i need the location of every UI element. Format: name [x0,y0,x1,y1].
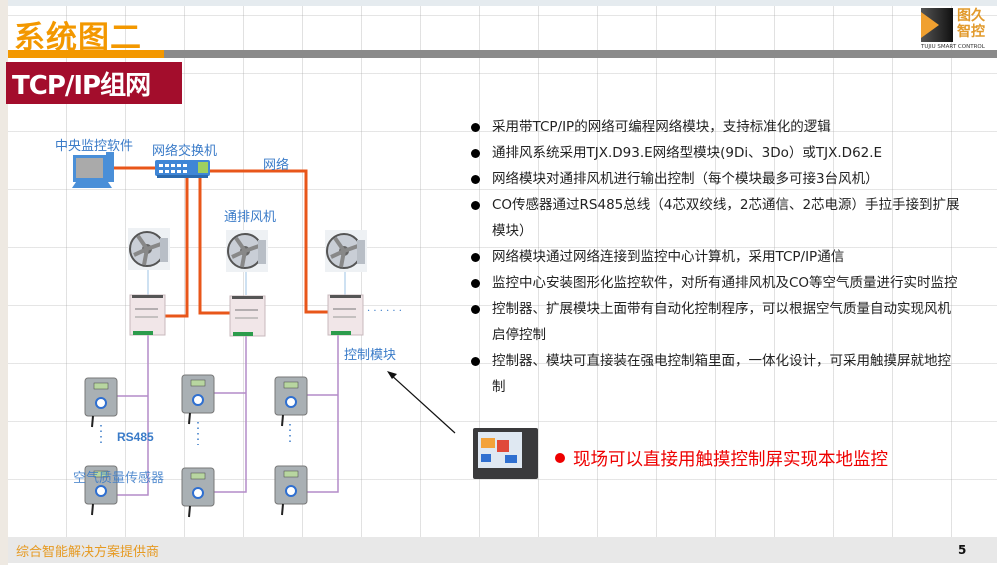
red-bullet-icon [555,453,565,463]
network-cables [114,166,330,318]
list-item-text: 控制器、模块可直接装在强电控制箱里面，一体化设计，可采用触摸屏就地控制 [492,353,951,395]
list-item: CO传感器通过RS485总线（4芯双绞线，2芯通信、2芯电源）手拉手接到扩展模块… [470,192,960,244]
bullet-icon [471,123,480,132]
fan-icon [226,230,268,272]
page-number: 5 [958,543,967,557]
list-item: 通排风系统采用TJX.D93.E网络型模块(9Di、3Do）或TJX.D62.E [470,140,960,166]
air-quality-sensor-icon [274,376,308,427]
control-module-icon [327,294,364,336]
top-strip [0,0,997,6]
list-item: 控制器、扩展模块上面带有自动化控制程序，可以根据空气质量自动实现风机启停控制 [470,296,960,348]
air-quality-sensor-icon [181,374,215,425]
bullet-icon [471,175,480,184]
fan-label: 通排风机 [224,210,277,225]
touch-screen-note-text: 现场可以直接用触摸控制屏实现本地监控 [573,450,888,470]
list-item-text: 控制器、扩展模块上面带有自动化控制程序，可以根据空气质量自动实现风机启停控制 [492,301,951,343]
bullet-icon [471,305,480,314]
network-diagram [72,152,456,518]
list-item-text: 监控中心安装图形化监控软件，对所有通排风机及CO等空气质量进行实时监控 [492,275,958,291]
air-quality-sensor-icon [84,465,118,516]
control-module-icon [229,295,266,337]
fan-icon [128,228,170,270]
feature-list: 采用带TCP/IP的网络可编程网络模块，支持标准化的逻辑 通排风系统采用TJX.… [470,114,960,400]
touch-screen-icon [473,428,538,479]
footer-bar [8,537,997,563]
module-more: · · · · · · [367,306,402,317]
title-underline [164,50,997,58]
pc-label: 中央监控软件 [55,139,134,154]
continuation-dots [100,422,291,446]
list-item: 监控中心安装图形化监控软件，对所有通排风机及CO等空气质量进行实时监控 [470,270,960,296]
list-item: 控制器、模块可直接装在强电控制箱里面，一体化设计，可采用触摸屏就地控制 [470,348,960,400]
bullet-icon [471,149,480,158]
logo-text: 图久 智控 [957,8,985,40]
logo-subtitle: TUJIU SMART CONTROL [921,44,985,50]
bullet-icon [471,357,480,366]
footer-slogan: 综合智能解决方案提供商 [16,545,160,560]
list-item: 网络模块通过网络连接到监控中心计算机，采用TCP/IP通信 [470,244,960,270]
network-switch-icon [155,160,210,178]
air-quality-sensor-icon [274,465,308,516]
module-label: 控制模块 [344,348,397,363]
bullet-icon [471,279,480,288]
pointer-arrow-icon [387,371,456,434]
computer-icon [72,152,114,188]
bullet-icon [471,201,480,210]
switch-label: 网络交换机 [152,144,218,159]
control-module-icon [129,294,166,336]
air-quality-sensor-icon [84,377,118,428]
list-item-text: 网络模块对通排风机进行输出控制（每个模块最多可接3台风机） [492,171,879,187]
title-underline-accent [8,50,164,58]
air-quality-sensor-icon [181,467,215,518]
bullet-icon [471,253,480,262]
touch-screen-note: 现场可以直接用触摸控制屏实现本地监控 [555,446,888,471]
sensor-label: 空气质量传感器 [73,471,165,486]
list-item-text: 网络模块通过网络连接到监控中心计算机，采用TCP/IP通信 [492,249,845,265]
list-item-text: 通排风系统采用TJX.D93.E网络型模块(9Di、3Do）或TJX.D62.E [492,145,883,161]
list-item-text: 采用带TCP/IP的网络可编程网络模块，支持标准化的逻辑 [492,119,831,135]
list-item: 网络模块对通排风机进行输出控制（每个模块最多可接3台风机） [470,166,960,192]
fan-icon [325,230,367,272]
network-label: 网络 [263,158,290,173]
logo-mark-icon [921,8,953,42]
list-item-text: CO传感器通过RS485总线（4芯双绞线，2芯通信、2芯电源）手拉手接到扩展模块… [492,197,960,239]
rs485-label: RS485 [117,430,154,444]
section-heading: TCP/IP组网 [6,62,182,104]
list-item: 采用带TCP/IP的网络可编程网络模块，支持标准化的逻辑 [470,114,960,140]
left-strip [0,0,8,565]
company-logo: 图久 智控 TUJIU SMART CONTROL [921,8,997,52]
rs485-cables [117,335,339,496]
